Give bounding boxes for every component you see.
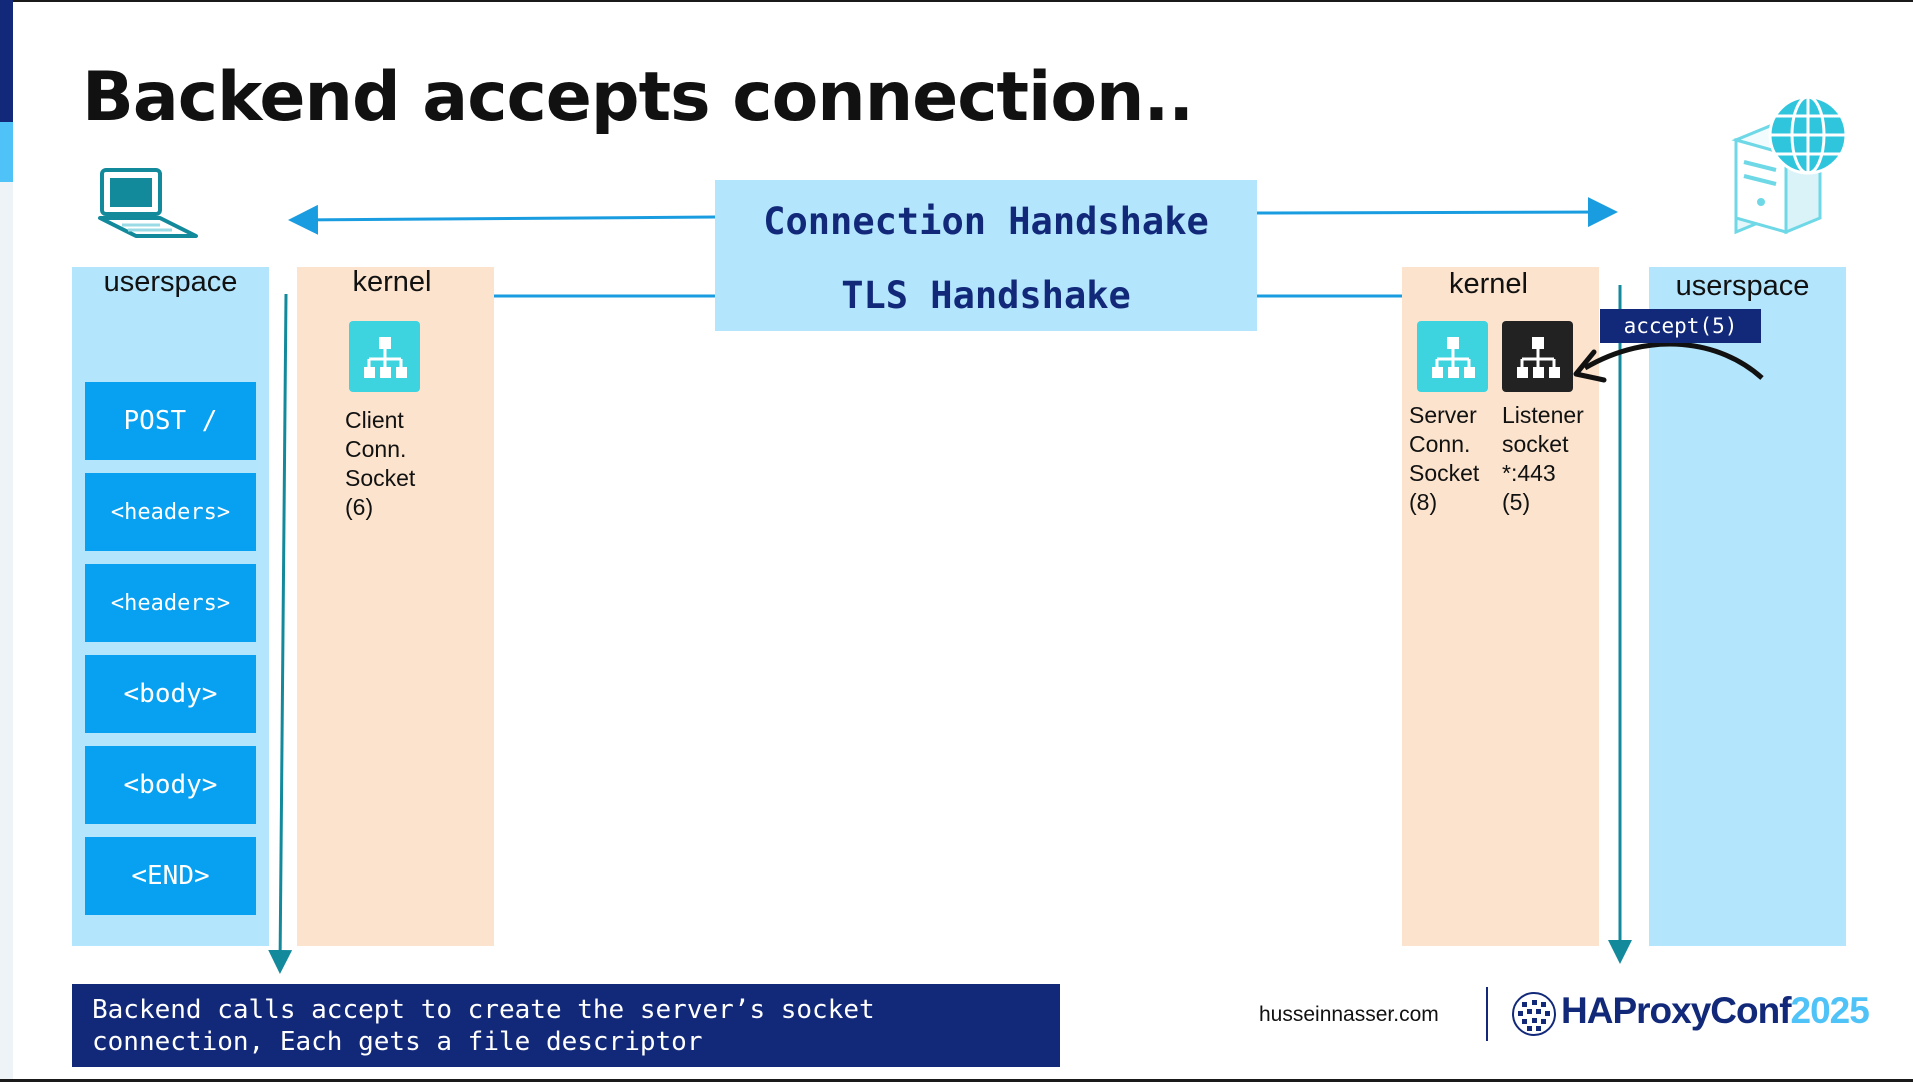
laptop-icon — [98, 168, 198, 238]
client-socket-icon — [349, 321, 420, 392]
client-timeline-arrow — [268, 293, 293, 974]
footer-divider — [1486, 987, 1488, 1041]
top-border — [13, 0, 1913, 2]
request-part-headers: <headers> — [85, 564, 256, 642]
bottom-border — [0, 1079, 1913, 1082]
request-part-end: <END> — [85, 837, 256, 915]
listener-socket-icon — [1502, 321, 1573, 392]
request-part-body: <body> — [85, 655, 256, 733]
footer-site: husseinnasser.com — [1259, 1003, 1439, 1026]
request-part-headers: <headers> — [85, 473, 256, 551]
server-socket-icon — [1417, 321, 1488, 392]
client-userspace-label: userspace — [103, 266, 238, 298]
server-socket-label: Server Conn. Socket (8) — [1409, 402, 1480, 515]
caption-box: Backend calls accept to create the serve… — [72, 984, 1060, 1067]
brand-name: HAProxyConf — [1561, 990, 1792, 1031]
left-edge — [0, 182, 13, 1082]
request-part-post: POST / — [85, 382, 256, 460]
server-kernel-label: kernel — [1449, 268, 1528, 300]
handshake-arrow-to-client — [288, 204, 716, 235]
request-part-body: <body> — [85, 746, 256, 824]
handshake-box: Connection Handshake TLS Handshake — [715, 180, 1257, 331]
handshake-arrow-to-server — [1256, 197, 1618, 228]
caption-line-1: Backend calls accept to create the serve… — [92, 995, 875, 1025]
accent-bar-light — [0, 122, 13, 182]
client-kernel-label: kernel — [352, 266, 432, 298]
slide-title: Backend accepts connection.. — [82, 58, 1194, 137]
accept-curve-arrow — [1583, 341, 1764, 380]
brand-year: 2025 — [1790, 990, 1870, 1031]
client-socket-label: Client Conn. Socket (6) — [345, 407, 416, 520]
accept-call-label: accept(5) — [1600, 309, 1761, 343]
haproxy-logo-icon — [1512, 992, 1556, 1036]
server-userspace-label: userspace — [1675, 270, 1810, 302]
server-globe-icon — [1731, 95, 1848, 235]
tls-handshake-label: TLS Handshake — [841, 274, 1131, 317]
accent-bar-dark — [0, 0, 13, 122]
accept-curve-arrowhead — [1573, 349, 1607, 383]
caption-line-2: connection, Each gets a file descriptor — [92, 1027, 703, 1057]
connection-handshake-label: Connection Handshake — [763, 200, 1209, 243]
server-userspace-column — [1649, 267, 1846, 946]
listener-socket-label: Listener socket *:443 (5) — [1502, 402, 1584, 515]
footer-brand: HAProxyConf2025 — [1561, 990, 1870, 1032]
